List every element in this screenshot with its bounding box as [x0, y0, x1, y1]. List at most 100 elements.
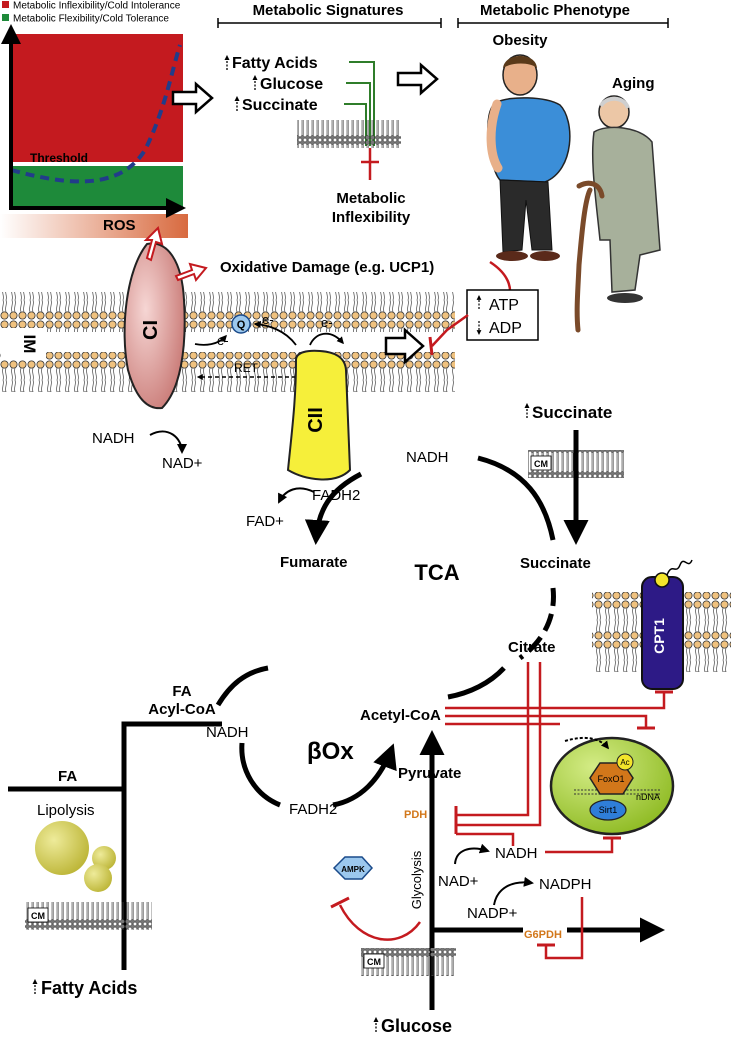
e-transfer-arrow — [309, 332, 344, 346]
cii-fadh2-label: FADH2 — [312, 487, 360, 504]
atp-label: ATP — [489, 297, 519, 314]
pyruvate-label: Pyruvate — [398, 765, 461, 782]
signatures-to-phenotype-arrow — [396, 62, 439, 96]
ros-release-arrow — [143, 226, 164, 262]
foxo1-label: FoxO1 — [597, 774, 624, 784]
fumarate-label: Fumarate — [280, 554, 348, 571]
signature-membrane — [297, 120, 401, 148]
tca-label: TCA — [414, 560, 459, 585]
beta-ox-label: βOx — [307, 738, 354, 765]
cii-fad-plus-label: FAD+ — [246, 513, 284, 530]
e-label-q: e- — [262, 312, 274, 327]
cpt1-protein: CPT1 — [641, 559, 693, 690]
cm-tag — [363, 953, 385, 969]
signature-glucose: Glucose — [260, 76, 323, 93]
fadh2-arrow — [278, 487, 315, 504]
cm-label-fatty-acids: CM — [31, 911, 45, 921]
headers: Metabolic Signatures Metabolic Phenotype — [217, 2, 669, 28]
glyco-nad-plus-label: NAD+ — [438, 873, 479, 890]
ret-label: RET — [234, 361, 259, 375]
ci-nadh-arrow — [149, 430, 187, 454]
ci-nad-plus-label: NAD+ — [162, 455, 203, 472]
ci-nadh-label: NADH — [92, 430, 135, 447]
up-glucose-label: Glucose — [381, 1016, 452, 1036]
signature-inhibition — [361, 148, 379, 180]
tca-citrate-label: Citrate — [508, 639, 556, 656]
header-metabolic-phenotype: Metabolic Phenotype — [480, 2, 630, 19]
cm-label-succinate: CM — [534, 459, 548, 469]
g6pdh-bg — [523, 927, 567, 941]
atp-inhibit-line — [431, 313, 469, 347]
phenotype-aging-label: Aging — [612, 75, 655, 92]
cpt1-label: CPT1 — [651, 618, 667, 654]
metabolic-inflexibility-line2: Inflexibility — [332, 209, 411, 226]
e-transfer-arrow — [194, 334, 227, 346]
legend: Metabolic Inflexibility/Cold Intolerance… — [2, 1, 181, 25]
header-metabolic-signatures: Metabolic Signatures — [253, 2, 404, 19]
im-label-box — [1, 328, 46, 360]
metabolic-inflexibility-line1: Metabolic — [336, 190, 405, 207]
lipid-droplets — [35, 821, 116, 892]
im-to-atp-arrow — [384, 327, 425, 365]
threshold-curve — [10, 44, 182, 184]
ros-axis-label: ROS — [103, 217, 136, 234]
pdh-label: PDH — [404, 809, 427, 821]
phenotype-obesity-label: Obesity — [492, 32, 548, 49]
legend-swatch-flexibility — [2, 14, 9, 21]
legend-inflexibility-label: Metabolic Inflexibility/Cold Intolerance — [13, 1, 181, 12]
up-fatty-acids-label: Fatty Acids — [41, 978, 137, 998]
regulatory-inhibition-lines — [445, 662, 673, 960]
glyco-nadh-label: NADH — [495, 845, 538, 862]
metabolic-signatures: Fatty Acids Glucose Succinate Metabolic … — [224, 54, 411, 226]
fa-acyl-coa-line1: FA — [172, 683, 191, 700]
tca-nadh-label: NADH — [406, 449, 449, 466]
legend-swatch-inflexibility — [2, 1, 9, 8]
complex-ii-label: CII — [305, 407, 327, 433]
inset-to-signatures-arrow — [171, 81, 214, 115]
legend-flexibility-label: Metabolic Flexibility/Cold Tolerance — [13, 14, 169, 25]
nadp-plus-label: NADP+ — [467, 905, 518, 922]
beta-ox-fadh2-label: FADH2 — [289, 801, 337, 818]
complex-i-label: CI — [140, 320, 162, 340]
complex-i: CI — [123, 242, 186, 410]
sirt1-protein — [589, 799, 627, 821]
nad-to-nadh-arrow — [454, 843, 490, 865]
fa-acyl-coa-line2: Acyl-CoA — [148, 701, 216, 718]
nadph-label: NADPH — [539, 876, 592, 893]
atp-inhibit-bar — [428, 336, 434, 356]
up-succinate-label: Succinate — [532, 403, 612, 422]
cm-tag — [27, 907, 49, 923]
beta-ox-nadh-label: NADH — [206, 724, 249, 741]
threshold-label: Threshold — [30, 151, 88, 165]
fatty-acid-pathway — [8, 721, 222, 970]
sirt1-label: Sirt1 — [599, 805, 618, 815]
acetylation-arrow — [564, 736, 610, 750]
nadp-to-nadph-arrow — [493, 876, 534, 906]
fa-label: FA — [58, 768, 77, 785]
acetyl-coa-label: Acetyl-CoA — [360, 707, 441, 724]
ampk-label: AMPK — [341, 865, 365, 874]
ampk-kinase: AMPK — [332, 856, 374, 880]
lipolysis-label: Lipolysis — [37, 802, 95, 819]
g6pdh-label: G6PDH — [524, 929, 562, 941]
ndna-label: nDNA — [636, 792, 660, 802]
cm-label-glucose: CM — [367, 957, 381, 967]
ampk-inhibit-line — [338, 904, 422, 941]
beta-oxidation: βOx NADH FADH2 — [206, 665, 397, 818]
complex-ii: CII — [286, 349, 352, 481]
im-bilayer-inner — [0, 352, 455, 392]
acetyl-label: Ac — [620, 758, 629, 767]
cm-tag — [530, 455, 552, 471]
nucleus: FoxO1 Ac Sirt1 nDNA — [549, 736, 675, 836]
coenzyme-q — [231, 314, 251, 334]
e-label-ci: e- — [217, 333, 229, 348]
obese-man-icon — [486, 54, 571, 261]
atp-adp-box: ATP ADP — [466, 289, 539, 341]
flexibility-region — [11, 166, 183, 208]
signature-fatty-acids: Fatty Acids — [232, 55, 318, 72]
tca-succinate-label: Succinate — [520, 555, 591, 572]
im-bilayer-outer — [0, 292, 455, 332]
ampk-inhibit-bar — [330, 896, 350, 909]
q-label: Q — [237, 319, 246, 331]
